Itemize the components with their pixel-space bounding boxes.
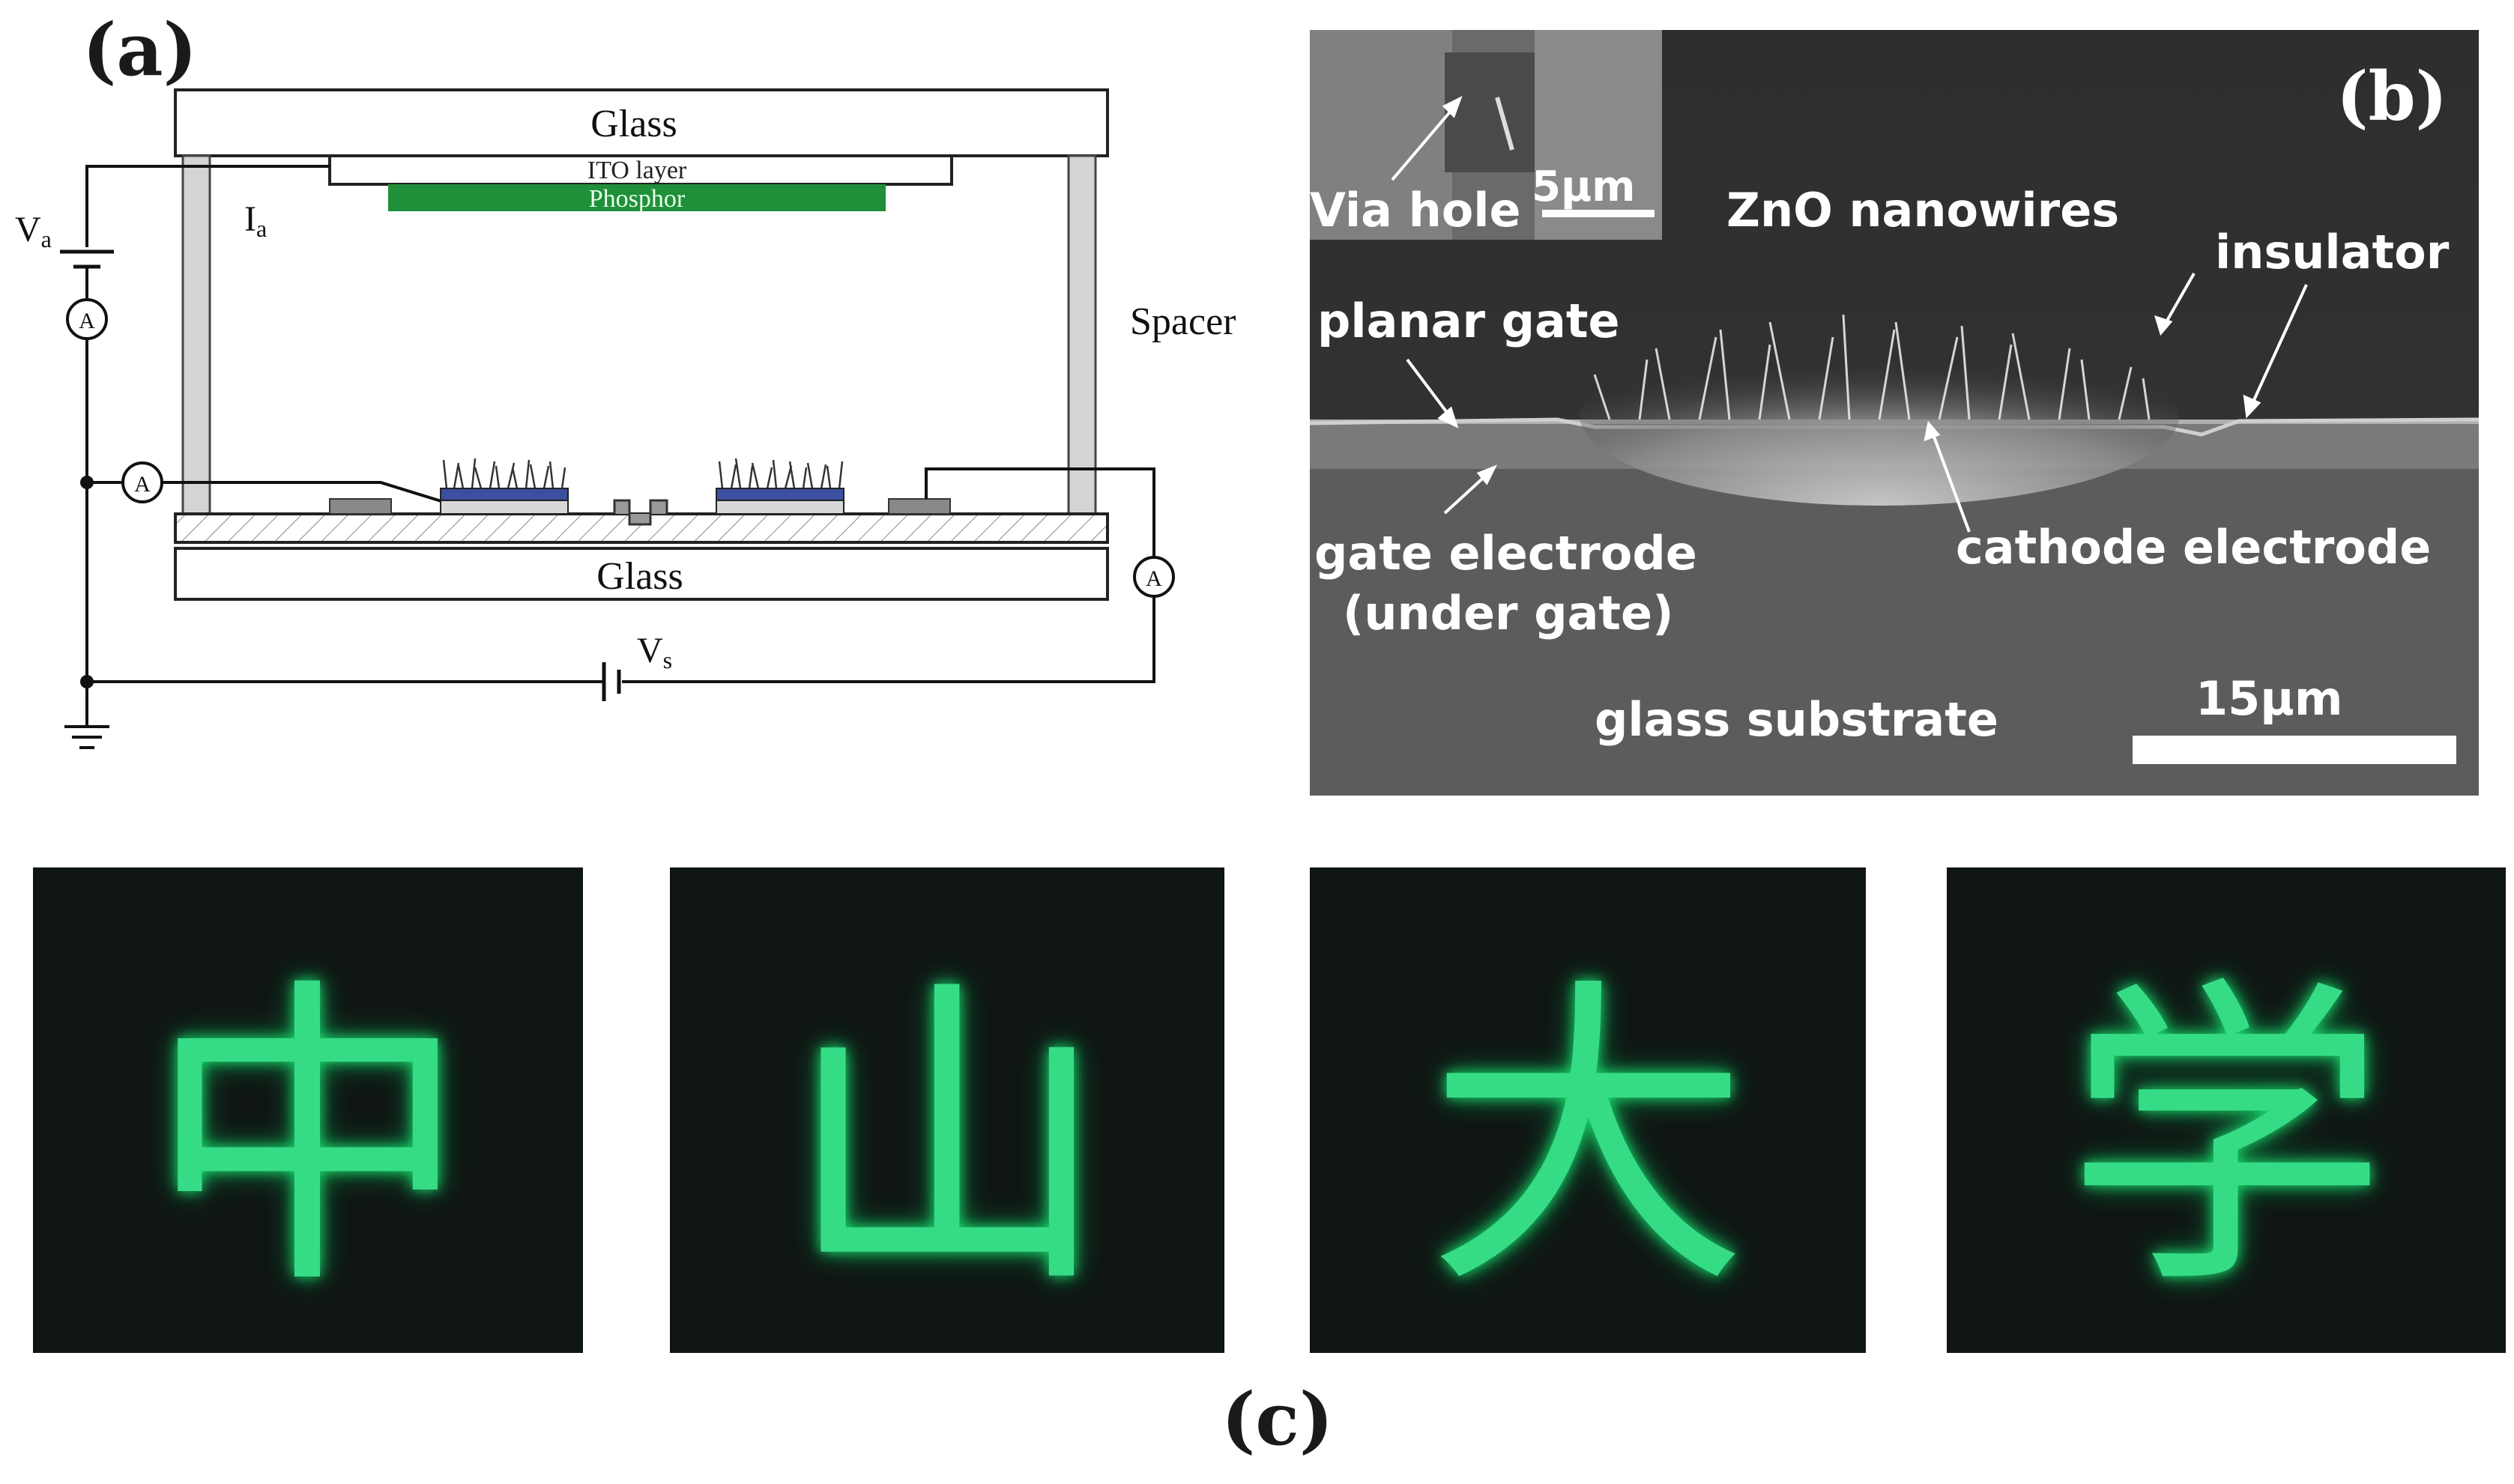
ground-icon xyxy=(64,682,109,749)
under-gate-label: (under gate) xyxy=(1343,586,1673,640)
insulator-label: insulator xyxy=(2215,225,2450,279)
cathode-electrode-label: cathode electrode xyxy=(1956,520,2431,575)
panel-a-schematic: Glass ITO layer Phosphor Spacer Ia Va A … xyxy=(15,88,1236,749)
emission-photo: 大 xyxy=(1310,867,1866,1353)
glass-substrate-label: glass substrate xyxy=(1595,692,1998,747)
emission-character: 学 xyxy=(2065,952,2387,1327)
panel-b-label: (b) xyxy=(2336,57,2447,136)
emission-photo: 中 xyxy=(33,867,583,1353)
scale-label: 15μm xyxy=(2196,671,2343,726)
scale-bar xyxy=(2133,736,2456,764)
svg-text:A: A xyxy=(1146,566,1162,591)
ito-layer xyxy=(328,154,953,186)
spacer-right xyxy=(1067,154,1097,515)
bottom-glass-label: Glass xyxy=(596,555,683,598)
cathode-right xyxy=(716,488,844,501)
emission-photo: 山 xyxy=(670,867,1224,1353)
inset-scale-label: 5μm xyxy=(1532,163,1636,211)
planar-gate-label: planar gate xyxy=(1317,294,1620,348)
zno-label: ZnO nanowires xyxy=(1726,183,2119,237)
emission-character: 中 xyxy=(147,952,469,1327)
cathode-left xyxy=(440,488,569,501)
phosphor-label: Phosphor xyxy=(589,185,686,213)
panel-c-label: (c) xyxy=(1221,1377,1334,1462)
panel-c-photos: 中 山 大 学 xyxy=(0,861,2514,1356)
anode-current-label: Ia xyxy=(244,199,267,242)
top-glass xyxy=(174,88,1109,157)
gate-electrode-label: gate electrode xyxy=(1314,526,1697,581)
panel-a-label: (a) xyxy=(82,7,198,92)
anode-wire xyxy=(85,165,330,247)
top-glass-label: Glass xyxy=(590,103,677,145)
via-hole-label: Via hole xyxy=(1310,183,1521,237)
source-voltage-label: Vs xyxy=(637,631,672,673)
nanowires-left xyxy=(442,458,566,489)
emission-photo: 学 xyxy=(1947,867,2506,1353)
anode-voltage-label: Va xyxy=(15,210,52,252)
bottom-glass xyxy=(174,547,1109,601)
ito-layer-label: ITO layer xyxy=(587,157,687,184)
emission-character: 山 xyxy=(786,952,1108,1327)
svg-text:A: A xyxy=(134,472,151,497)
emission-character: 大 xyxy=(1427,952,1749,1327)
spacer-left xyxy=(181,154,211,515)
phosphor-layer xyxy=(388,184,886,211)
panel-b-sem-image: Via hole 5μm (b) ZnO nanowires insulator… xyxy=(1310,30,2479,796)
spacer-label: Spacer xyxy=(1130,300,1236,343)
nanowires-right xyxy=(718,458,844,489)
zno-nanowire-cluster xyxy=(1580,314,2179,506)
svg-text:A: A xyxy=(79,309,95,333)
